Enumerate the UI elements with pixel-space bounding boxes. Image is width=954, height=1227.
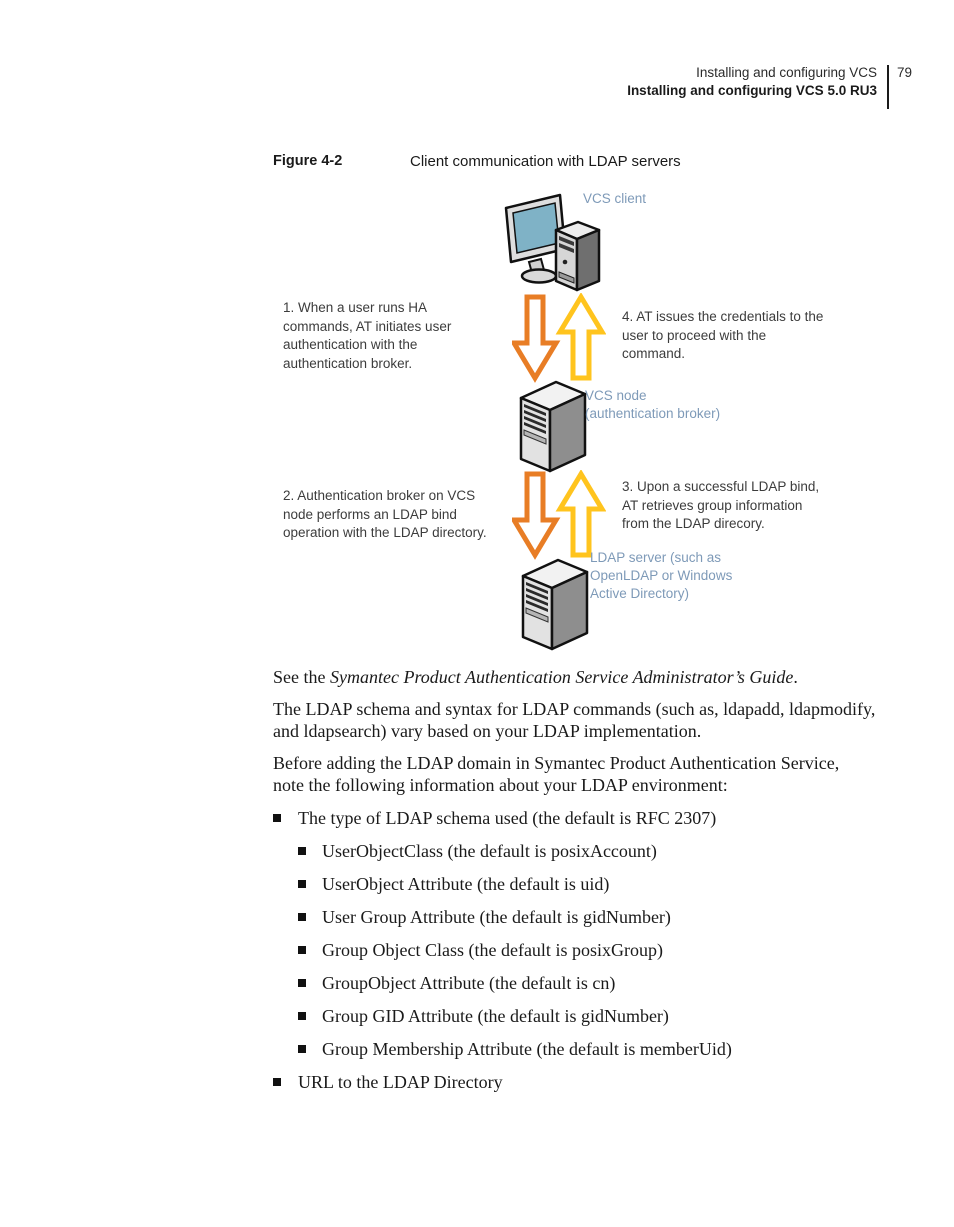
bullet-item: URL to the LDAP Directory: [273, 1072, 898, 1093]
arrow-pair-node-ldap: [512, 470, 606, 560]
bullet-text: URL to the LDAP Directory: [298, 1072, 503, 1092]
bullet-item: Group GID Attribute (the default is gidN…: [298, 1006, 898, 1027]
step3-annotation: 3. Upon a successful LDAP bind, AT retri…: [622, 479, 820, 531]
bullet-square-icon: [298, 847, 306, 855]
bullet-square-icon: [298, 1045, 306, 1053]
bullet-square-icon: [298, 979, 306, 987]
vcs-client-label: VCS client: [583, 191, 647, 206]
bullet-text: Group Membership Attribute (the default …: [322, 1039, 732, 1059]
vcs-node-server-icon: [519, 380, 587, 473]
running-header-chapter: Installing and configuring VCS: [696, 65, 877, 80]
page-number: 79: [896, 65, 912, 80]
running-header-section: Installing and configuring VCS 5.0 RU3: [627, 83, 877, 98]
figure-caption: Client communication with LDAP servers: [410, 153, 681, 170]
bullet-item: Group Membership Attribute (the default …: [298, 1039, 898, 1060]
down-arrow-icon: [512, 471, 561, 560]
bullet-text: Group Object Class (the default is posix…: [322, 940, 663, 960]
see-reference-paragraph: See the Symantec Product Authentication …: [273, 666, 898, 688]
bullet-square-icon: [298, 946, 306, 954]
up-arrow-icon: [555, 293, 606, 381]
bullet-item: UserObjectClass (the default is posixAcc…: [298, 841, 898, 862]
ldap-schema-paragraph: The LDAP schema and syntax for LDAP comm…: [273, 699, 876, 741]
vcs-node-label: VCS node (authentication broker): [585, 388, 721, 421]
bullet-square-icon: [298, 880, 306, 888]
guide-title: Symantec Product Authentication Service …: [329, 667, 794, 687]
bullet-square-icon: [273, 1078, 281, 1086]
vcs-client-computer-icon: [504, 193, 601, 292]
bullet-square-icon: [273, 814, 281, 822]
bullet-text: The type of LDAP schema used (the defaul…: [298, 808, 717, 828]
up-arrow-icon: [555, 470, 606, 558]
bullet-text: UserObject Attribute (the default is uid…: [322, 874, 610, 894]
bullet-text: User Group Attribute (the default is gid…: [322, 907, 671, 927]
bullet-square-icon: [298, 1012, 306, 1020]
page-header: Installing and configuring VCS Installin…: [627, 64, 912, 109]
step1-annotation: 1. When a user runs HA commands, AT init…: [283, 300, 452, 371]
bullet-text: UserObjectClass (the default is posixAcc…: [322, 841, 657, 861]
ldap-environment-bullet-list: The type of LDAP schema used (the defaul…: [273, 808, 898, 1093]
step2-annotation: 2. Authentication broker on VCS node per…: [283, 488, 487, 540]
arrow-pair-client-node: [512, 293, 606, 383]
bullet-item: The type of LDAP schema used (the defaul…: [273, 808, 898, 829]
figure-label: Figure 4-2: [273, 153, 343, 169]
down-arrow-icon: [512, 294, 561, 383]
bullet-item: GroupObject Attribute (the default is cn…: [298, 973, 898, 994]
bullet-item: Group Object Class (the default is posix…: [298, 940, 898, 961]
ldap-server-label: LDAP server (such as OpenLDAP or Windows…: [590, 550, 733, 601]
bullet-item: UserObject Attribute (the default is uid…: [298, 874, 898, 895]
bullet-square-icon: [298, 913, 306, 921]
bullet-item: User Group Attribute (the default is gid…: [298, 907, 898, 928]
bullet-text: Group GID Attribute (the default is gidN…: [322, 1006, 669, 1026]
before-adding-paragraph: Before adding the LDAP domain in Symante…: [273, 753, 840, 795]
body-text: See the Symantec Product Authentication …: [273, 666, 898, 1105]
bullet-text: GroupObject Attribute (the default is cn…: [322, 973, 616, 993]
ldap-communication-diagram: VCS client 1. When a user runs HA comman…: [283, 191, 824, 651]
step4-annotation: 4. AT issues the credentials to the user…: [622, 309, 824, 361]
ldap-server-icon: [521, 558, 589, 651]
see-prefix: See the: [273, 667, 330, 687]
header-divider: [886, 65, 889, 109]
see-suffix: .: [793, 667, 798, 687]
